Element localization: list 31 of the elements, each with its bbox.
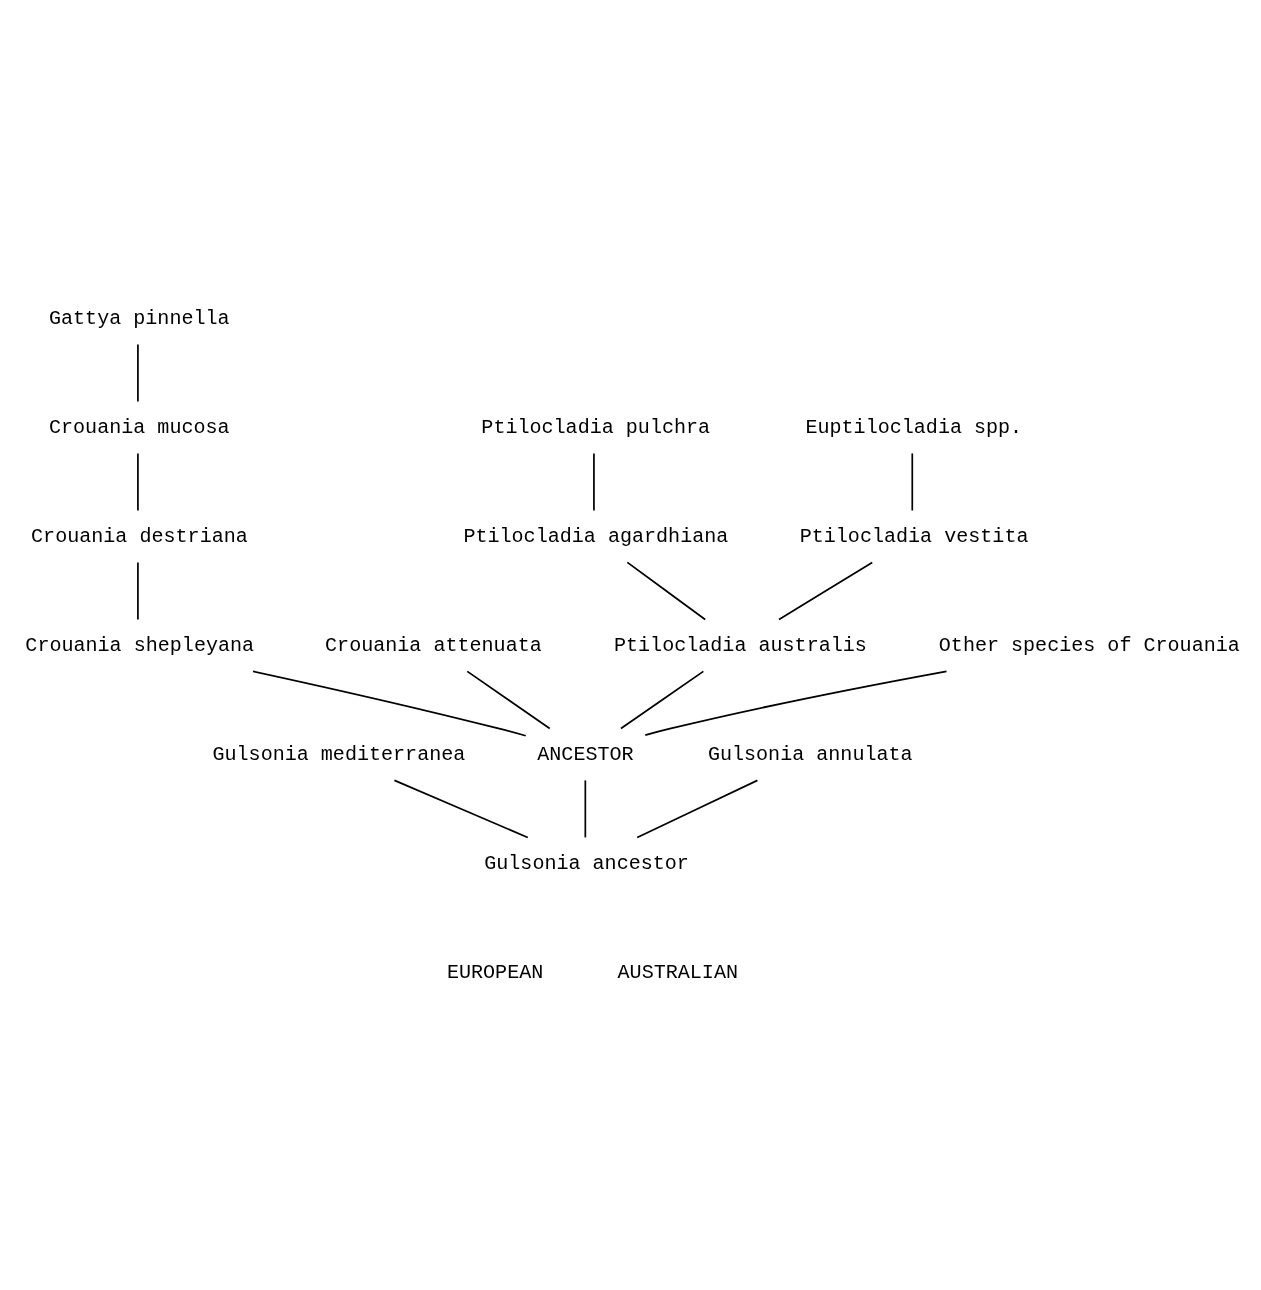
connector <box>393 779 529 838</box>
node-text: Ptilocladia pulchra <box>481 415 711 439</box>
connector <box>137 561 139 620</box>
connector <box>636 779 759 838</box>
connector <box>911 452 914 511</box>
connector <box>252 669 527 737</box>
node-text: Ptilocladia agardhiana <box>463 524 729 548</box>
node-text: Other species of Crouania <box>938 633 1240 657</box>
connector <box>137 452 139 511</box>
node-text: Gulsonia ancestor <box>484 851 689 875</box>
connector <box>644 670 948 736</box>
node-text: Ptilocladia australis <box>614 633 867 657</box>
connector <box>466 670 551 729</box>
node-text: ANCESTOR <box>537 742 634 766</box>
node-text: Gulsonia annulata <box>707 742 913 766</box>
node-text: Ptilocladia vestita <box>799 524 1029 548</box>
connector <box>626 561 707 620</box>
label: EUROPEAN <box>446 960 544 984</box>
node-text: Crouania shepleyana <box>25 633 255 657</box>
node-text: Euptilocladia spp. <box>805 415 1023 439</box>
label: AUSTRALIAN <box>617 960 738 984</box>
node-text: Crouania attenuata <box>325 633 542 657</box>
node-text: Gulsonia mediterranea <box>212 742 466 766</box>
connector <box>584 779 587 838</box>
connector <box>137 343 139 402</box>
connector <box>620 670 705 729</box>
node-text: Gattya pinnella <box>49 306 230 330</box>
connector <box>778 561 874 620</box>
node-text: Crouania mucosa <box>49 415 230 439</box>
connector <box>593 452 595 511</box>
node-text: Crouania destriana <box>31 524 248 548</box>
